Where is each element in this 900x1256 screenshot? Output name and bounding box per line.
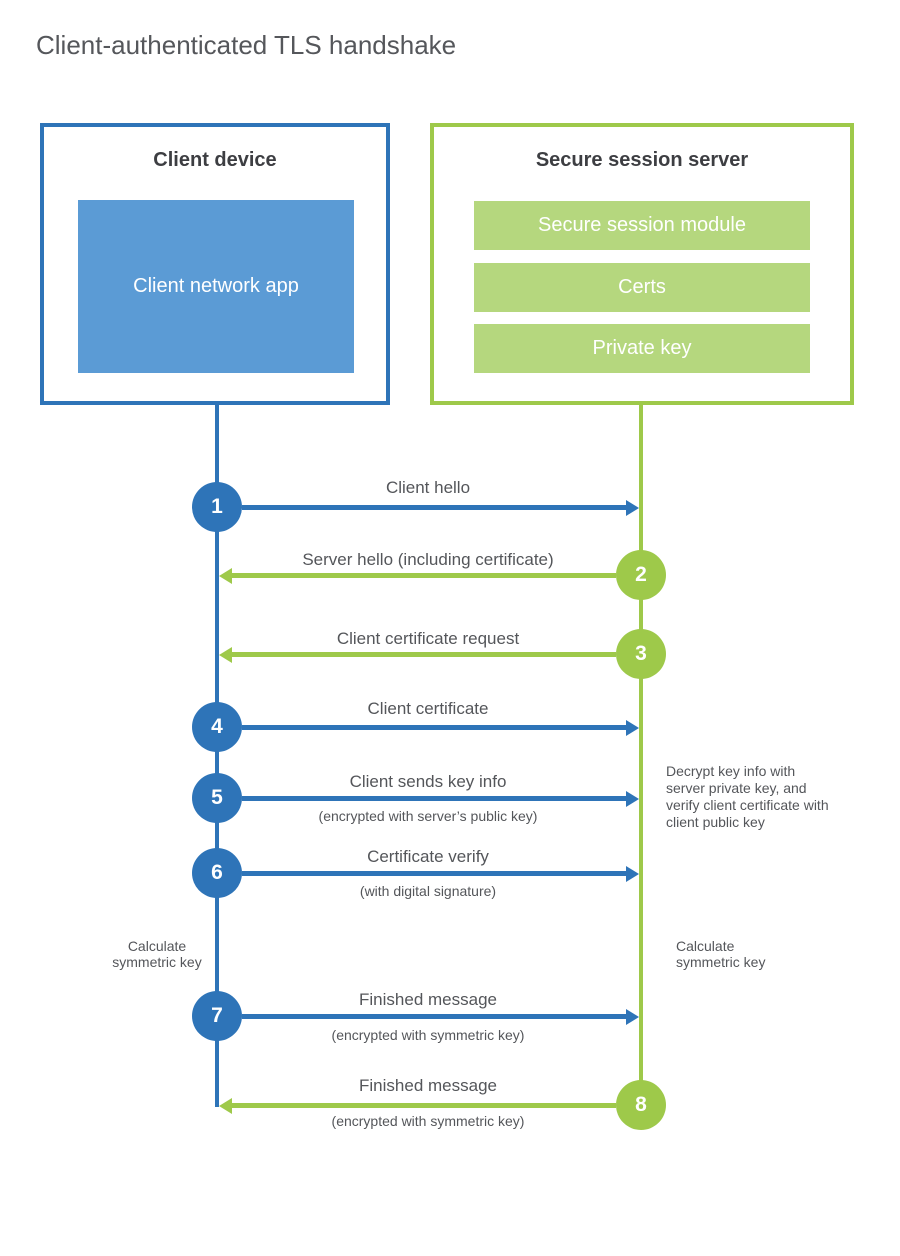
- server-hello-arrow: [219, 567, 616, 584]
- client-certificate-request-arrow: [219, 646, 616, 663]
- client-device-title: Client device: [153, 149, 277, 171]
- step-3-badge: 3: [616, 629, 666, 679]
- client-certificate-label: Client certificate: [367, 699, 489, 718]
- client-certificate-request-label: Client certificate request: [336, 629, 520, 648]
- server-hello-label: Server hello (including certificate): [302, 550, 554, 569]
- page-title: Client-authenticated TLS handshake: [36, 30, 457, 60]
- step-8-badge: 8: [616, 1080, 666, 1130]
- step-5-badge: 5: [192, 773, 242, 823]
- client-key-info-label: Client sends key info: [349, 772, 507, 791]
- finished-message-server-label: Finished message: [359, 1076, 497, 1095]
- step-1-badge: 1: [192, 482, 242, 532]
- client-key-info-arrow: [242, 790, 639, 807]
- server-module-certs: Certs: [474, 263, 810, 312]
- finished-message-server-sublabel: (encrypted with symmetric key): [331, 1113, 525, 1129]
- certificate-verify-label: Certificate verify: [367, 847, 489, 866]
- step-6-badge: 6: [192, 848, 242, 898]
- server-module-private-key: Private key: [474, 324, 810, 373]
- server-lifeline: [639, 405, 643, 1107]
- client-hello-label: Client hello: [385, 478, 471, 497]
- step-2-badge: 2: [616, 550, 666, 600]
- finished-message-client-arrow: [242, 1008, 639, 1025]
- client-network-app-label: Client network app: [133, 275, 299, 297]
- client-hello-arrow: [242, 499, 639, 516]
- certificate-verify-arrow: [242, 865, 639, 882]
- step-7-badge: 7: [192, 991, 242, 1041]
- client-network-app-box: Client network app: [78, 200, 354, 373]
- step-4-badge: 4: [192, 702, 242, 752]
- server-title: Secure session server: [535, 149, 749, 171]
- client-key-info-sublabel: (encrypted with server’s public key): [318, 808, 538, 824]
- decrypt-note: Decrypt key info with server private key…: [666, 763, 829, 830]
- client-certificate-arrow: [242, 719, 639, 736]
- finished-message-client-label: Finished message: [359, 990, 497, 1009]
- client-lifeline: [215, 405, 219, 1107]
- certificate-verify-sublabel: (with digital signature): [359, 883, 497, 899]
- calculate-symmetric-key-client: Calculate symmetric key: [112, 938, 202, 970]
- finished-message-server-arrow: [219, 1097, 616, 1114]
- calculate-symmetric-key-server: Calculate symmetric key: [676, 938, 766, 970]
- finished-message-client-sublabel: (encrypted with symmetric key): [331, 1027, 525, 1043]
- server-module-secure-session: Secure session module: [474, 201, 810, 250]
